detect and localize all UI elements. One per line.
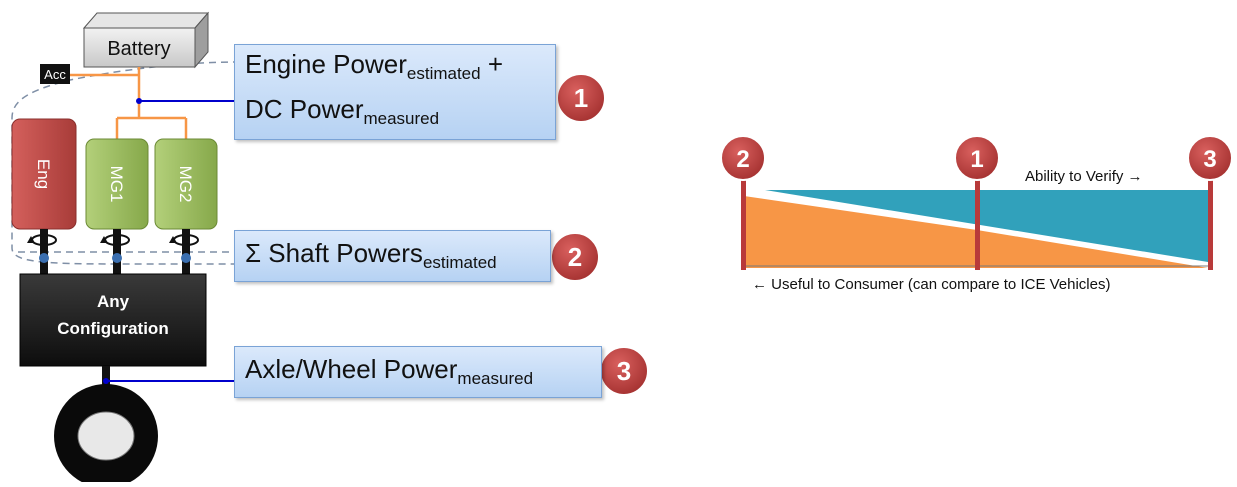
axle-wheel-sub: measured: [457, 369, 534, 388]
config-label-line1: Any: [97, 292, 130, 311]
marker-left: 2: [720, 135, 766, 181]
verify-label: Ability to Verify →: [1025, 168, 1143, 185]
engine-dc-power-box: Engine Powerestimated + DC Powermeasured: [234, 44, 556, 140]
shaft-powers-box: Σ Shaft Powersestimated: [234, 230, 551, 282]
svg-text:1: 1: [574, 83, 588, 113]
badge-2: 2: [550, 232, 600, 282]
plus-text: +: [480, 49, 504, 79]
verification-chart: 2 1 3 Ability to Verify → ← Useful to Co…: [720, 135, 1233, 293]
battery-label: Battery: [107, 38, 170, 60]
acc-block: [40, 64, 70, 84]
svg-text:1: 1: [970, 146, 983, 173]
mg1-label: MG1: [107, 166, 126, 203]
marker-pole-right: [1208, 170, 1213, 270]
verify-area: [765, 190, 1208, 262]
useful-label: ← Useful to Consumer (can compare to ICE…: [752, 276, 1110, 293]
marker-mid: 1: [954, 135, 1000, 181]
axle-measure-point: [103, 378, 109, 384]
engine-power-sub: estimated: [406, 64, 481, 83]
badge-3: 3: [599, 346, 649, 396]
config-label-line2: Configuration: [57, 319, 168, 338]
battery-block: Battery: [82, 11, 210, 69]
badge-1: 1: [556, 73, 606, 123]
mg2-label: MG2: [176, 166, 195, 203]
engine-power-text: Engine Power: [245, 49, 407, 79]
marker-pole-mid: [975, 170, 980, 270]
svg-text:3: 3: [1203, 146, 1216, 173]
dc-measure-point: [136, 98, 142, 104]
wheel-icon: [54, 384, 158, 487]
svg-text:3: 3: [617, 356, 631, 386]
engine-label: Eng: [34, 159, 53, 189]
axle-wheel-text: Axle/Wheel Power: [245, 354, 458, 384]
marker-pole-left: [741, 170, 746, 270]
acc-label: Acc: [44, 67, 66, 82]
marker-right: 3: [1187, 135, 1233, 181]
axle-wheel-power-box: Axle/Wheel Powermeasured: [234, 346, 602, 398]
shaft-powers-sub: estimated: [422, 253, 497, 272]
svg-text:2: 2: [736, 146, 749, 173]
configuration-block: [19, 273, 207, 367]
sigma-symbol: Σ: [245, 238, 262, 268]
shafts: [27, 229, 199, 274]
dc-power-text: DC Power: [245, 94, 364, 124]
shaft-powers-text: Shaft Powers: [261, 238, 423, 268]
dc-power-sub: measured: [363, 109, 440, 128]
dc-bus-wires: [70, 67, 188, 140]
svg-text:2: 2: [568, 242, 582, 272]
